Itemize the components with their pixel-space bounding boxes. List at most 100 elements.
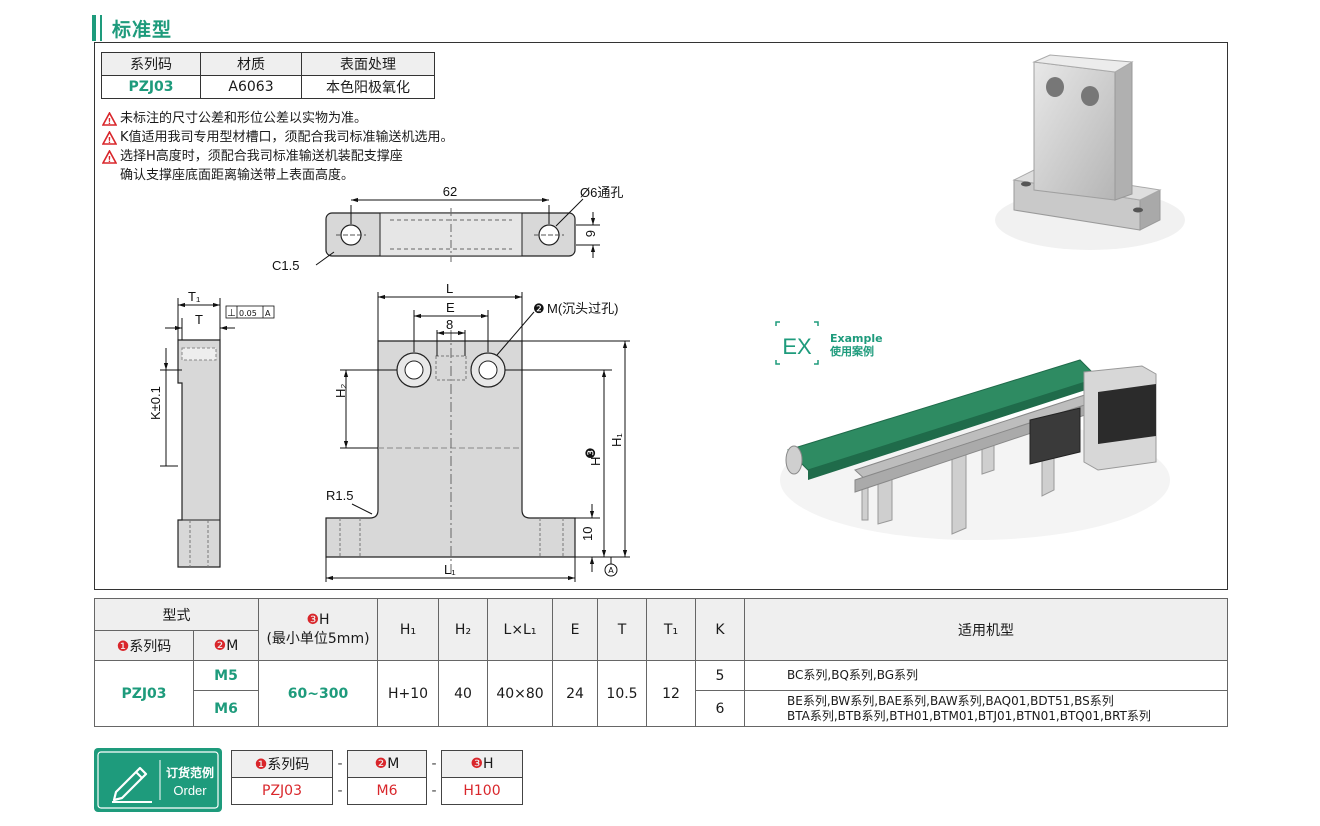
header-h-label: H	[319, 611, 330, 628]
note-item: ! 选择H高度时，须配合我司标准输送机装配支撑座	[102, 147, 454, 166]
note-text: K值适用我司专用型材槽口，须配合我司标准输送机选用。	[120, 130, 454, 145]
header-h2: H₂	[438, 598, 488, 661]
models-table: 型式 ❸H (最小单位5mm) H₁ H₂ L×L₁ E T T₁ K 适用机型…	[94, 598, 1228, 727]
datum-circle	[604, 563, 618, 577]
order-separator: -	[337, 783, 343, 799]
header-h1: H₁	[377, 598, 439, 661]
l1-label: L₁	[444, 562, 456, 577]
order-separator: -	[337, 756, 343, 772]
note-item: ! K值适用我司专用型材槽口，须配合我司标准输送机选用。	[102, 128, 454, 147]
example-label: Example 使用案例	[830, 332, 883, 358]
tolerance-value: 0.05	[239, 309, 257, 318]
order-m-value: M6	[347, 777, 427, 805]
note-item: ! 未标注的尺寸公差和形位公差以实物为准。	[102, 109, 454, 128]
example-label-en: Example	[830, 332, 883, 345]
section-title: 标准型	[112, 18, 173, 41]
h2-cell: 40	[438, 660, 488, 727]
l-label: L	[446, 281, 453, 296]
ex-mark: EX	[782, 334, 812, 359]
table-row: M6 6 BE系列,BW系列,BAE系列,BAW系列,BAQ01,BDT51,B…	[95, 690, 1228, 727]
note-text: 确认支撑座底面距离输送带上表面高度。	[120, 168, 355, 183]
series-marker-icon: ❶	[116, 638, 130, 655]
m-marker-icon: ❷	[213, 637, 227, 654]
notes-list: ! 未标注的尺寸公差和形位公差以实物为准。 ! K值适用我司专用型材槽口，须配合…	[102, 109, 454, 185]
order-h-value: H100	[441, 777, 523, 805]
order-badge-graphic: 订货范例 Order	[97, 751, 219, 809]
header-t1: T₁	[646, 598, 696, 661]
order-separator: -	[431, 783, 437, 799]
tolerance-symbol: ⊥	[227, 308, 236, 319]
k-cell: 5	[695, 660, 745, 691]
m-label: M(沉头过孔)	[547, 301, 619, 316]
m-marker: ❷	[533, 301, 545, 316]
order-separator: -	[431, 756, 437, 772]
tolerance-ref: A	[265, 309, 271, 318]
order-badge: 订货范例 Order	[94, 748, 222, 812]
d10-label: 10	[580, 527, 595, 541]
header-lxl1: L×L₁	[487, 598, 553, 661]
applications-line: BTA系列,BTB系列,BTH01,BTM01,BTJ01,BTN01,BTQ0…	[787, 708, 1151, 723]
section-title-bar: 标准型	[92, 14, 172, 42]
applications-cell: BC系列,BQ系列,BG系列	[744, 660, 1228, 691]
order-header-h: ❸H	[441, 750, 523, 778]
title-accent-bar-thin	[100, 15, 102, 41]
header-t: T	[597, 598, 647, 661]
product-render	[995, 54, 1185, 250]
pencil-icon	[112, 766, 152, 803]
top-view: 62 Ø6通孔 6 C1.5	[272, 184, 623, 273]
h1-cell: H+10	[377, 660, 439, 727]
front-view: L E 8 ❷ M(沉头过孔) H₂ ❸ H H₁ 10 R1.5 L₁	[325, 281, 630, 582]
e8-label: 8	[446, 317, 453, 332]
order-label-cn: 订货范例	[166, 765, 214, 780]
svg-text:!: !	[108, 136, 112, 145]
warning-icon: !	[102, 149, 117, 164]
dim-62-label: 62	[443, 184, 457, 199]
order-header-series: ❶系列码	[231, 750, 333, 778]
h1-label: H₁	[609, 433, 624, 447]
k-label: K±0.1	[148, 386, 163, 420]
header-series: ❶系列码	[94, 630, 194, 661]
h-range-cell: 60~300	[258, 660, 378, 727]
applications-cell: BE系列,BW系列,BAE系列,BAW系列,BAQ01,BDT51,BS系列 B…	[744, 690, 1228, 727]
m-cell: M6	[193, 690, 259, 727]
tolerance-frame	[225, 305, 275, 319]
m-cell: M5	[193, 660, 259, 691]
spec-header-surface: 表面处理	[301, 52, 435, 76]
order-series-value: PZJ03	[231, 777, 333, 805]
spec-table: 系列码 材质 表面处理 PZJ03 A6063 本色阳极氧化	[101, 52, 435, 99]
table-row: PZJ03 M5 60~300 H+10 40 40×80 24 10.5 12…	[94, 660, 1228, 727]
header-e: E	[552, 598, 598, 661]
svg-text:!: !	[108, 117, 112, 126]
note-text: 选择H高度时，须配合我司标准输送机装配支撑座	[120, 149, 403, 164]
series-cell: PZJ03	[94, 660, 194, 727]
header-type: 型式	[94, 598, 259, 631]
example-label-cn: 使用案例	[830, 345, 874, 358]
r-label: R1.5	[326, 488, 353, 503]
lxl1-cell: 40×80	[487, 660, 553, 727]
h-label: H	[588, 457, 603, 466]
order-h-label: H	[483, 756, 494, 772]
header-m-label: M	[226, 637, 239, 654]
t-cell: 10.5	[597, 660, 647, 727]
header-k: K	[695, 598, 745, 661]
side-view: T₁ T ⊥ 0.05 A K±0.1	[148, 289, 275, 568]
header-m: ❷M	[193, 630, 259, 661]
t1-label: T₁	[188, 289, 201, 304]
note-text: 未标注的尺寸公差和形位公差以实物为准。	[120, 111, 368, 126]
order-series-label: 系列码	[267, 757, 310, 773]
t1-cell: 12	[646, 660, 696, 727]
example-badge: EX	[775, 321, 819, 365]
svg-text:!: !	[108, 155, 112, 164]
order-h-marker: ❸	[470, 756, 484, 772]
h2-label: H₂	[333, 384, 348, 398]
order-m-marker: ❷	[374, 756, 388, 772]
product-frame	[94, 42, 1228, 590]
spec-header-series: 系列码	[101, 52, 201, 76]
conveyor-render	[780, 359, 1170, 540]
chamfer-label: C1.5	[272, 258, 299, 273]
spec-series-value: PZJ03	[101, 75, 201, 99]
note-item-continued: 确认支撑座底面距离输送带上表面高度。	[102, 166, 454, 185]
order-table: ❶系列码 - ❷M - ❸H PZJ03 - M6 - H100	[231, 750, 523, 805]
header-applications: 适用机型	[744, 598, 1228, 661]
